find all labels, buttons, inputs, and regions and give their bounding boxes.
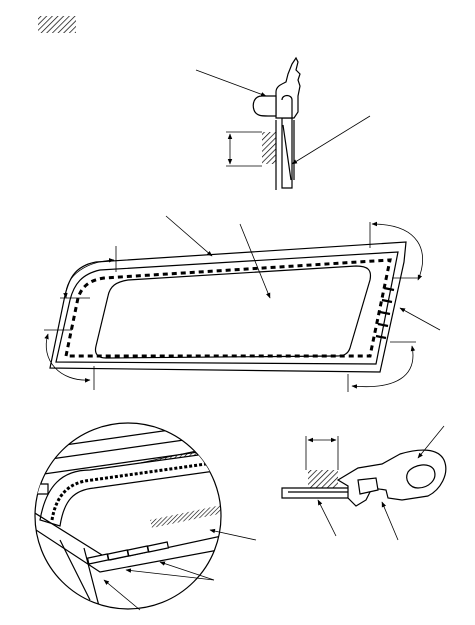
- right-fasteners: [376, 288, 394, 338]
- section-molding: [338, 450, 446, 506]
- leader-clip-bottom: [382, 501, 398, 540]
- leader-glass: [291, 116, 370, 164]
- leader-glass-panel: [240, 224, 270, 299]
- corner-detail-circle: [30, 420, 256, 610]
- bottom-section-view: [282, 426, 446, 540]
- leader-detail-c: [125, 568, 214, 580]
- leader-clip: [196, 70, 267, 96]
- leader-detail-a: [209, 528, 256, 540]
- leader-glass-bottom: [318, 499, 336, 536]
- leader-detail-b: [159, 561, 214, 580]
- clip-knob: [253, 96, 276, 116]
- dim-arc-top-left: [63, 258, 115, 299]
- sealant-block: [262, 132, 276, 164]
- top-section-view: [196, 58, 370, 190]
- leader-fastener: [399, 308, 440, 330]
- dim-arc-lower-left: [44, 333, 91, 383]
- dim-arc-top-right: [371, 221, 423, 281]
- leader-detail-d: [103, 579, 140, 610]
- legend-hatch-symbol: [38, 16, 76, 33]
- leader-molding-top: [417, 426, 444, 459]
- section-sealant: [308, 470, 338, 488]
- window-assembly-view: [44, 216, 440, 392]
- section-glass: [282, 488, 358, 498]
- molding-profile: [276, 58, 300, 118]
- glass-hatch-diagonal: [283, 125, 291, 180]
- molding-inner-channel: [282, 96, 292, 119]
- glass-opening: [95, 266, 370, 358]
- dim-arc-lower-right: [351, 345, 416, 389]
- molding-hollow: [407, 465, 435, 488]
- molding-clip-lip: [358, 478, 378, 494]
- leader-molding: [166, 216, 213, 257]
